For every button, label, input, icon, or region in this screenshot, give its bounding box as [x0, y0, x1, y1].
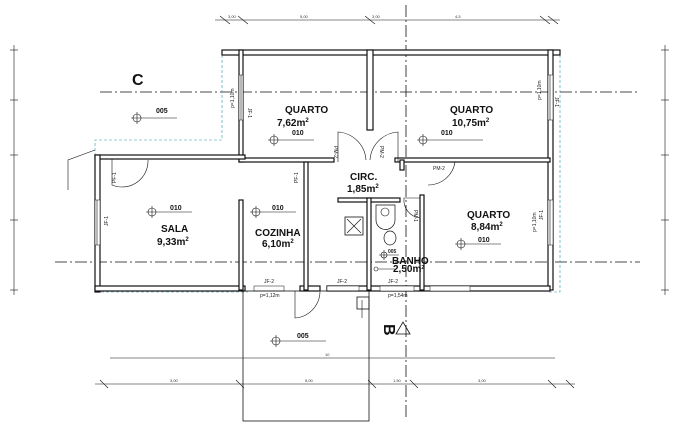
room-area-circ: 1,85m2	[347, 184, 379, 195]
room-area-cozinha: 6,10m2	[262, 239, 294, 250]
door-tag-pf-sala: PF-1	[112, 172, 118, 183]
room-name-sala: SALA	[161, 224, 188, 235]
room-level-cozinha: 010	[272, 205, 284, 212]
room-area-quarto-3: 8,84m2	[471, 222, 503, 233]
dim-bottom-3: 1,50	[393, 378, 402, 383]
dim-top-2: 5,00	[300, 14, 309, 19]
door-tag-pm-left: PM-2	[332, 146, 338, 158]
room-area-quarto-1: 7,62m2	[277, 118, 309, 129]
room-name-circ: CIRC.	[350, 172, 377, 183]
room-name-cozinha: COZINHA	[255, 228, 301, 239]
window-tag-jf-q1: JF-1	[246, 108, 252, 118]
dim-top-1: 3,00	[228, 14, 237, 19]
room-name-banho: BANHO	[392, 256, 429, 267]
top-dimension-line: 3,00 5,00 3,00 4,5	[215, 14, 560, 25]
door-tag-pm-bath: PM-1	[412, 210, 418, 222]
room-name-quarto-2: QUARTO	[450, 105, 493, 116]
door-tag-pf-cozinha: PF-1	[294, 172, 300, 183]
room-level-quarto-3: 010	[478, 237, 490, 244]
dim-top-4: 4,5	[455, 14, 461, 19]
sink-icon	[375, 204, 396, 230]
room-level-sala: 010	[170, 205, 182, 212]
window-tag-p-q2: p=1,10m	[537, 80, 543, 100]
dim-bottom-4: 3,00	[478, 378, 487, 383]
section-label-b: B	[380, 324, 397, 336]
dim-bottom-1: 3,00	[170, 378, 179, 383]
room-name-quarto-3: QUARTO	[467, 210, 510, 221]
doors	[111, 131, 456, 319]
window-tag-jf-q3: JF-1	[539, 210, 545, 220]
window-tag-jf-q2: JF-1	[553, 97, 559, 107]
dim-overall: 10	[325, 352, 330, 357]
window-tag-p-q1: p=1,10m	[230, 88, 236, 108]
entry-mat-icon	[356, 296, 370, 310]
toilet-icon	[383, 230, 397, 246]
window-tag-jf-sala: JF-1	[104, 216, 110, 226]
section-b-arrow-icon	[395, 321, 411, 335]
door-tag-pm-right: PM-2	[378, 146, 384, 158]
room-level-quarto-1: 010	[292, 130, 304, 137]
exterior-level-bottom: 005	[297, 333, 309, 340]
window-tag-jf-bottom-1: JF-2	[264, 279, 274, 285]
walls	[94, 49, 561, 293]
section-label-c: C	[132, 72, 144, 89]
window-tag-p-mid: p=1,54m	[388, 293, 408, 299]
exterior-level-top-left: 005	[156, 108, 168, 115]
porch-outline	[242, 290, 370, 422]
room-level-quarto-2: 010	[441, 130, 453, 137]
room-area-banho: 2,50m2	[393, 264, 424, 275]
bottom-dimension-line: 3,00 5,00 1,50 3,00	[95, 378, 575, 389]
dim-bottom-2: 5,00	[305, 378, 314, 383]
ramp-outline	[67, 149, 96, 190]
windows	[94, 74, 554, 292]
window-tag-jf-bottom-3: JF-2	[388, 279, 398, 285]
room-level-banho: 005	[388, 249, 397, 255]
dim-top-3: 3,00	[372, 14, 381, 19]
room-area-quarto-2: 10,75m2	[452, 118, 490, 129]
level-markers	[131, 112, 501, 347]
window-tag-p-q3: p=1,10m	[532, 212, 538, 232]
room-name-quarto-1: QUARTO	[285, 105, 328, 116]
eave-outline	[94, 55, 561, 293]
window-tag-jf-bottom-2: JF-2	[337, 279, 347, 285]
room-area-sala: 9,33m2	[157, 237, 189, 248]
window-tag-p-left: p=1,12m	[260, 293, 280, 299]
door-tag-pm-circ: PM-2	[433, 166, 445, 172]
